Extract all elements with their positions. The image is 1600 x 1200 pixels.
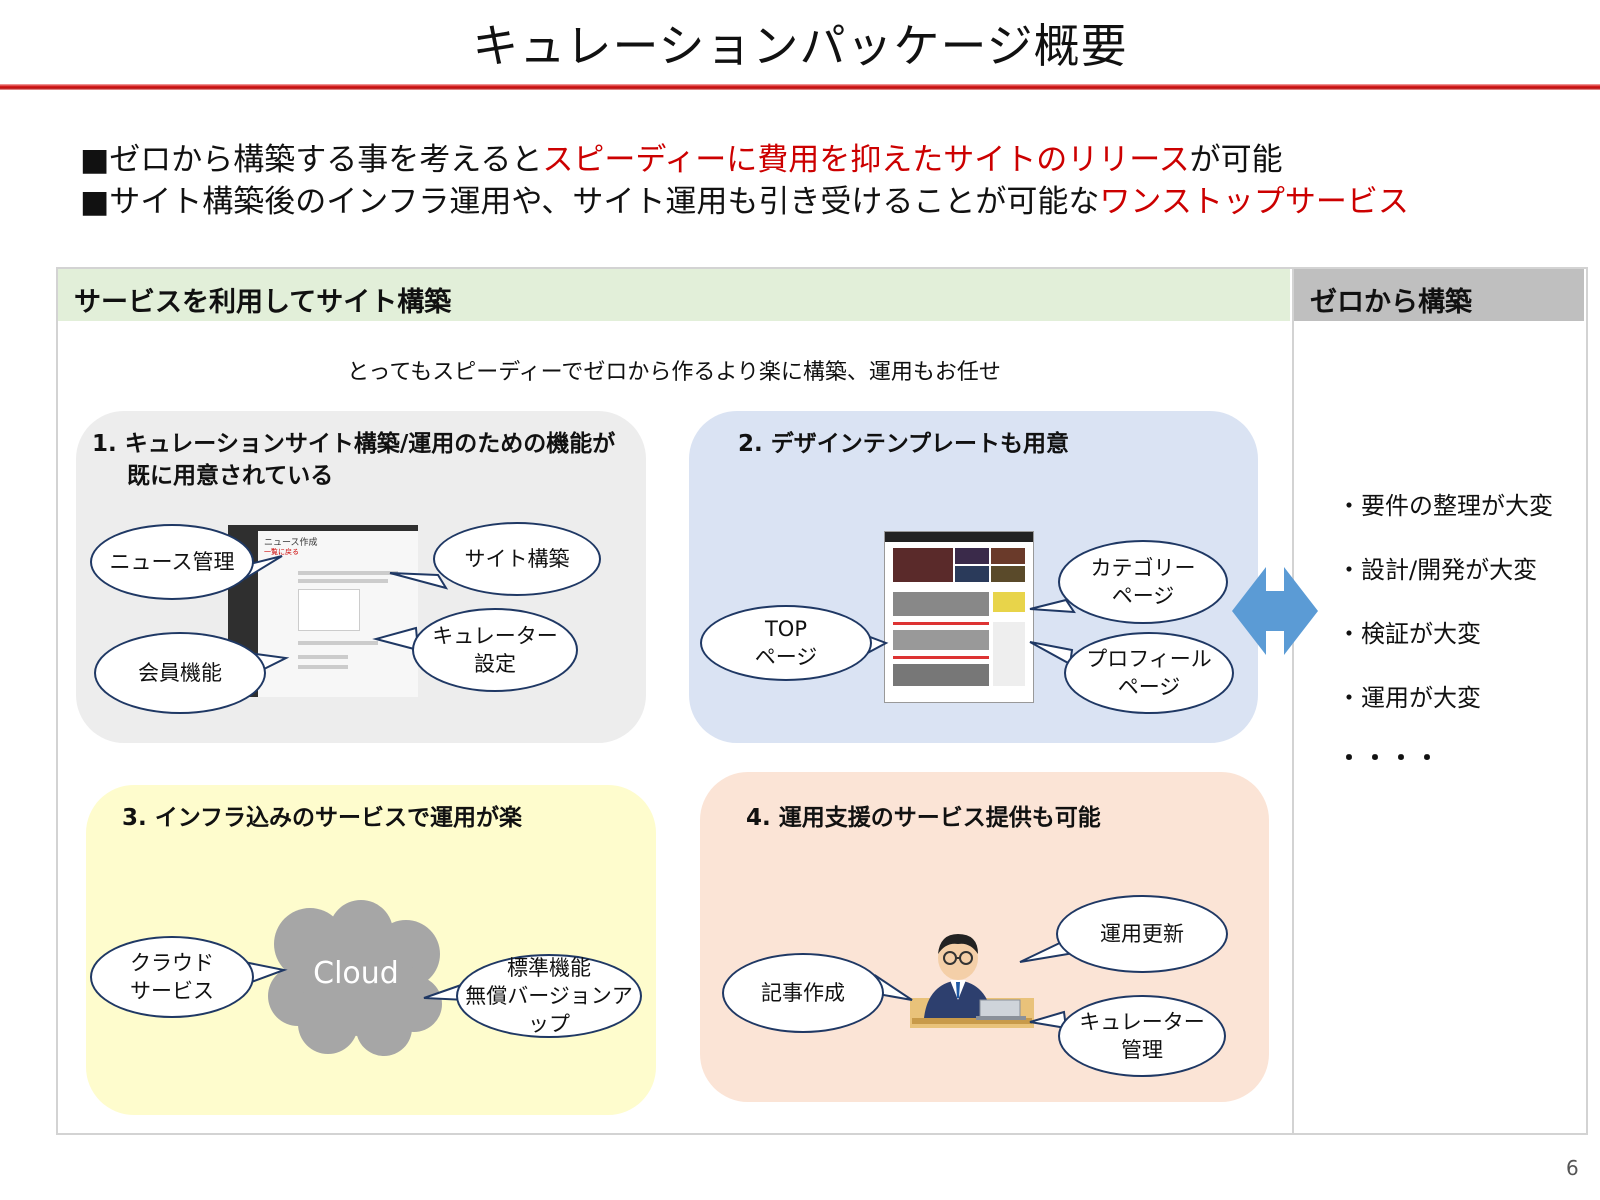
callout-bubble: 記事作成 [722,953,884,1033]
callout-bubble: 標準機能 無償バージョンアップ [456,954,642,1038]
scratch-item: ・設計/開発が大変 [1337,556,1538,584]
bullet-text: サイト構築後のインフラ運用や、サイト運用も引き受けることが可能な [109,184,1100,220]
scratch-item: ・要件の整理が大変 [1337,492,1553,520]
callout-bubble: 会員機能 [94,632,266,714]
callout-bubble: クラウド サービス [90,936,254,1018]
scratch-item: ・検証が大変 [1337,620,1481,648]
callout-bubble: カテゴリー ページ [1058,540,1228,624]
scratch-item: ・運用が大変 [1337,684,1481,712]
page-number: 6 [1566,1156,1579,1180]
admin-screenshot-sub: 一覧に戻る [264,548,299,556]
bullet-line-1: ■ゼロから構築する事を考えるとスピーディーに費用を抑えたサイトのリリースが可能 [80,134,1283,179]
bullet-text: ゼロから構築する事を考えると [109,142,543,178]
feature-box-3-title: 3. インフラ込みのサービスで運用が楽 [122,805,523,831]
title-divider [0,84,1600,90]
service-tagline: とってもスピーディーでゼロから作るより楽に構築、運用もお任せ [347,360,1001,385]
callout-tail [1029,641,1074,666]
callout-bubble: キュレーター 設定 [412,608,578,692]
scratch-panel [1292,267,1588,1135]
operator-person-icon [910,934,1034,1028]
callout-tail [389,572,449,590]
template-screenshot [884,531,1034,703]
bullet-line-2: ■サイト構築後のインフラ運用や、サイト運用も引き受けることが可能なワンストップサ… [80,176,1409,221]
service-panel-title: サービスを利用してサイト構築 [74,287,452,318]
callout-bubble: ニュース管理 [90,524,254,600]
feature-box-4-title: 4. 運用支援のサービス提供も可能 [746,805,1101,831]
callout-bubble: TOP ページ [700,605,872,681]
bullet-marker: ■ [80,142,110,178]
scratch-panel-title: ゼロから構築 [1310,287,1472,318]
callout-bubble: 運用更新 [1056,895,1228,973]
callout-bubble: キュレーター 管理 [1058,995,1226,1077]
bullet-marker: ■ [80,184,110,220]
admin-screenshot-heading: ニュース作成 [264,538,318,548]
cloud-label: Cloud [313,956,399,991]
callout-bubble: プロフィール ページ [1064,632,1234,714]
bullet-text: が可能 [1189,142,1283,178]
bullet-highlight: ワンストップサービス [1099,184,1409,220]
comparison-arrow-icon [1232,567,1318,655]
feature-box-1-title-line2: 既に用意されている [127,463,334,489]
feature-box-1-title: 1. キュレーションサイト構築/運用のための機能が [92,431,616,457]
cloud-icon [268,900,442,1056]
bullet-highlight: スピーディーに費用を抑えたサイトのリリース [542,142,1190,178]
callout-bubble: サイト構築 [433,522,601,596]
feature-box-2-title: 2. デザインテンプレートも用意 [738,431,1070,457]
callout-tail [1029,598,1076,614]
slide-title: キュレーションパッケージ概要 [472,19,1128,73]
service-panel-header [58,269,1290,321]
scratch-ellipsis: ・・・・ [1337,744,1441,772]
scratch-panel-header [1294,269,1584,321]
